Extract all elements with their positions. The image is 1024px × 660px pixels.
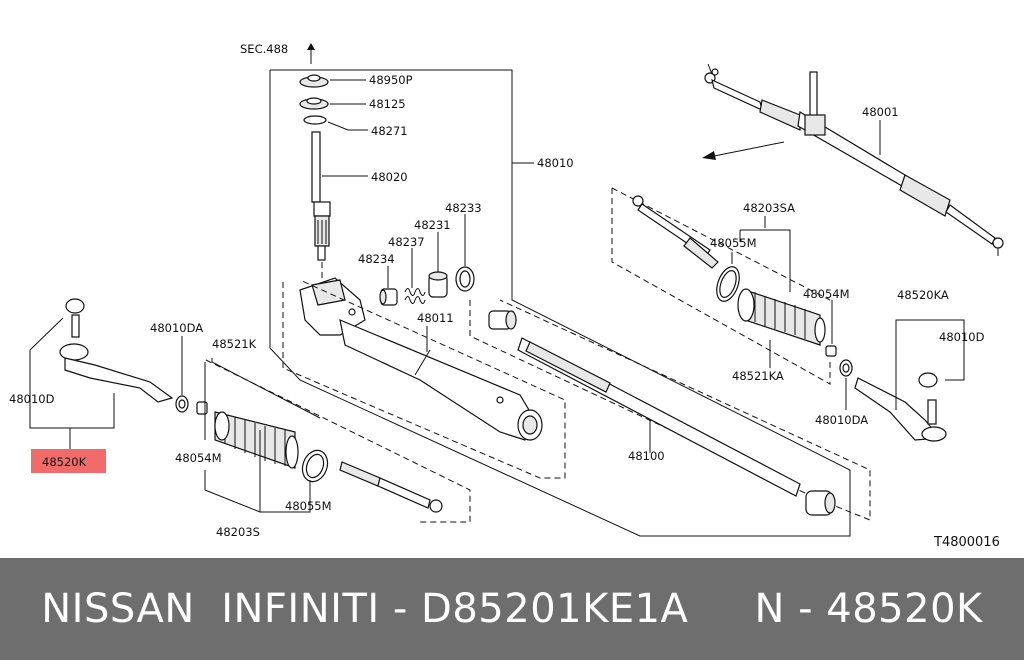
label-48237: 48237 <box>388 235 425 249</box>
label-48055m-left: 48055M <box>285 499 332 513</box>
drawing-id: T4800016 <box>933 535 1000 550</box>
label-48055m-right: 48055M <box>710 236 757 250</box>
label-48010d-right: 48010D <box>939 330 985 344</box>
section-reference: SEC.488 <box>240 42 288 56</box>
label-48233: 48233 <box>445 201 482 215</box>
nut-48010da-right <box>839 359 853 377</box>
label-48271: 48271 <box>371 124 408 138</box>
highlight-48520k <box>31 449 106 473</box>
label-48001: 48001 <box>862 105 899 119</box>
parts-diagram: SEC.488 48010 48950P 48125 48271 48020 <box>9 42 1004 550</box>
nut-48010da-left <box>175 395 189 413</box>
label-48010da-right: 48010DA <box>815 413 868 427</box>
label-48010d-left: 48010D <box>9 392 55 406</box>
spring-48237 <box>404 288 426 304</box>
rack-48100 <box>517 337 801 497</box>
label-48950p: 48950P <box>369 73 413 87</box>
bushing-large <box>805 490 836 516</box>
label-48020: 48020 <box>371 170 408 184</box>
part-number-caption: NISSAN INFINITI - D85201KE1A N - 48520K <box>41 586 983 632</box>
outer-tie-rod-48520k <box>59 298 174 403</box>
outer-tie-rod-48520ka <box>854 372 947 442</box>
label-48521k: 48521K <box>212 337 257 351</box>
retainer-48231 <box>428 271 448 298</box>
assembly-48001 <box>704 63 1004 256</box>
label-48054m-left: 48054M <box>175 451 222 465</box>
boot-48521k <box>214 411 299 469</box>
label-48203s: 48203S <box>216 525 260 539</box>
label-48520k: 48520K <box>42 455 87 469</box>
direction-arrow-icon <box>702 151 716 160</box>
inner-tie-rod-right <box>632 195 719 269</box>
boot-48521ka <box>737 288 826 346</box>
label-48125: 48125 <box>369 97 406 111</box>
footer-banner: NISSAN INFINITI - D85201KE1A N - 48520K <box>0 558 1024 660</box>
label-48010da-left: 48010DA <box>150 321 203 335</box>
label-48521ka: 48521KA <box>732 369 784 383</box>
clamp-48054m-right <box>825 345 837 357</box>
label-48234: 48234 <box>358 252 395 266</box>
pinion-48020 <box>311 131 331 261</box>
bearing-48125 <box>299 97 329 110</box>
cap-48950p <box>299 74 329 88</box>
plunger-48234 <box>379 288 398 306</box>
inner-tie-rod-left <box>339 461 443 513</box>
up-arrow-icon <box>307 43 315 50</box>
bushing-small <box>488 310 517 330</box>
label-48010: 48010 <box>537 156 574 170</box>
label-48520ka: 48520KA <box>897 288 949 302</box>
gear-housing-48011 <box>299 277 543 441</box>
label-48231: 48231 <box>414 218 451 232</box>
label-48100: 48100 <box>628 449 665 463</box>
label-48203sa: 48203SA <box>743 201 795 215</box>
clamp-48055m-left <box>301 449 329 483</box>
label-48011: 48011 <box>417 311 454 325</box>
clamp-48055m-right <box>716 266 740 302</box>
ring-48271 <box>303 115 327 125</box>
label-48054m-right: 48054M <box>803 287 850 301</box>
